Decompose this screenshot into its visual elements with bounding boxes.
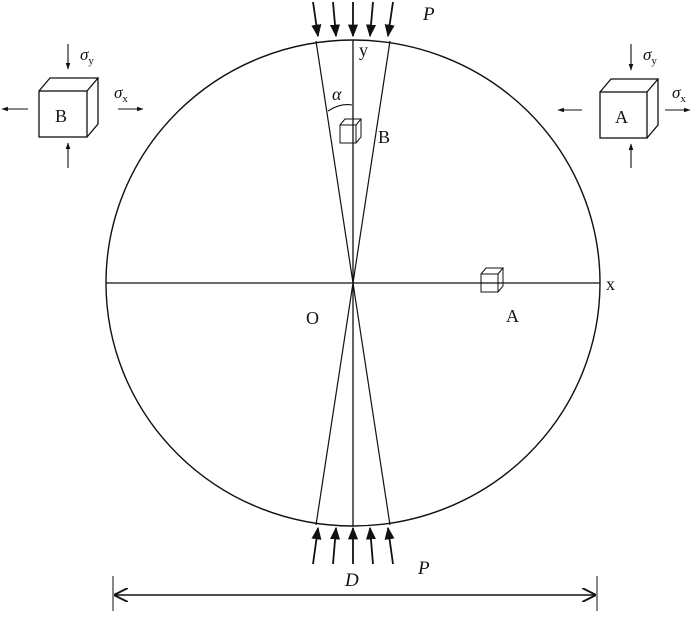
small-cube-b [339, 118, 363, 144]
stress-element-a: A σy σx [557, 44, 691, 168]
bottom-load-arrows [311, 526, 395, 565]
stress-element-b: B σy σx [1, 44, 144, 168]
element-a-sigma-x: σx [672, 83, 686, 105]
angle-label: α [332, 84, 342, 104]
angle-arc [327, 104, 353, 112]
origin-label: O [306, 308, 319, 328]
point-b-label: B [378, 127, 390, 147]
y-axis-label: y [359, 40, 368, 60]
element-a-sigma-y: σy [643, 45, 657, 67]
point-a-label: A [506, 306, 519, 326]
element-b-label: B [55, 106, 67, 126]
top-load-arrows [311, 1, 395, 38]
element-b-sigma-x: σx [114, 83, 128, 105]
load-label-top: P [422, 4, 435, 25]
small-cube-a [480, 267, 505, 293]
element-b-sigma-y: σy [80, 45, 94, 67]
element-a-label: A [615, 107, 628, 127]
wedge-line-right [315, 40, 391, 526]
load-label-bottom: P [417, 558, 430, 579]
diameter-label: D [344, 570, 359, 591]
diameter-dimension [112, 576, 598, 611]
x-axis-label: x [606, 274, 615, 294]
